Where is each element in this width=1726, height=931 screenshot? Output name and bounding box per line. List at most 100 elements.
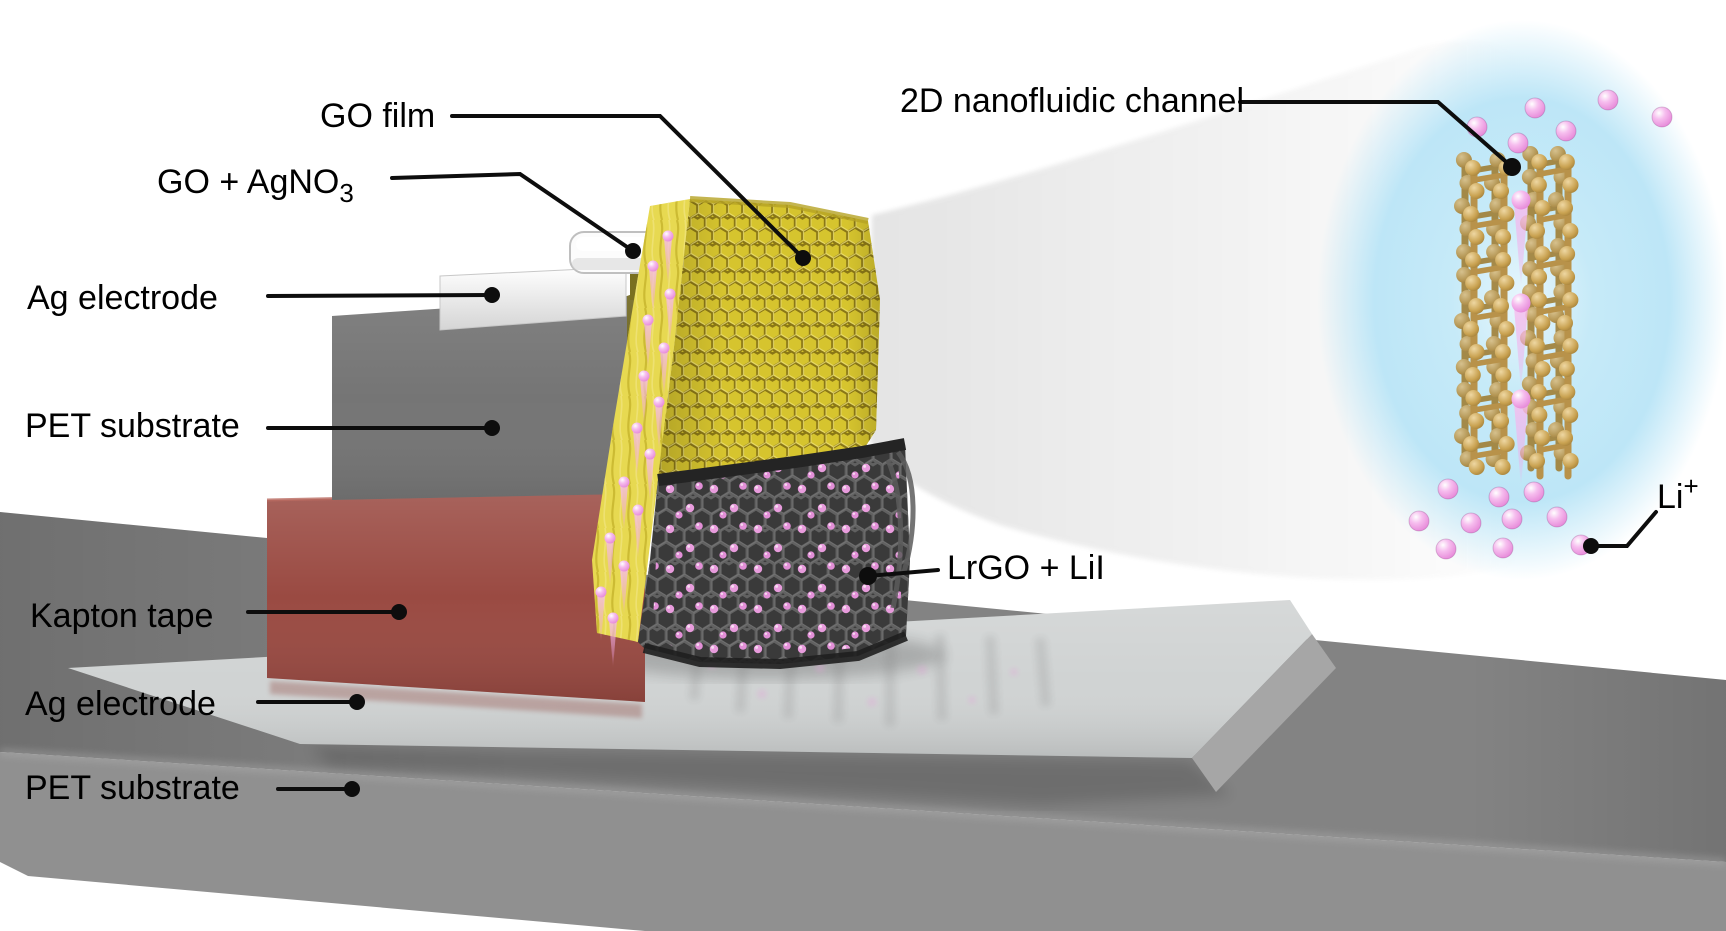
leader-go-agno3 [390, 171, 635, 253]
ag-electrode-top-slab [439, 266, 627, 331]
li-ion-streak-tail [597, 594, 605, 642]
li-ion-streak-head [664, 288, 676, 300]
li-ion-streak-tail [655, 404, 663, 452]
pet-box-shading [332, 296, 627, 500]
li-ion [1523, 481, 1545, 503]
dot-go-agno3 [625, 243, 641, 259]
li-ion [1597, 89, 1619, 111]
li-ion-streak-head [647, 260, 659, 272]
dot-lrgo-lii [859, 567, 877, 585]
li-ion-streak-tail [646, 456, 654, 504]
pet-substrate-bottom-front-face [0, 752, 1726, 931]
graphene-sheet-layer [1529, 154, 1579, 480]
lrgo-top-band [657, 438, 907, 486]
ag-strip-bevel [1192, 634, 1336, 792]
li-ion-streaks [595, 230, 676, 668]
li-ion-streak-head [607, 612, 619, 624]
li-ion-streak-tail [606, 540, 614, 588]
label-ag-electrode-bottom: Ag electrode [25, 685, 216, 723]
li-ion-streak-tail [634, 512, 642, 560]
li-ion-streak-tail [620, 484, 628, 532]
li-ion [1437, 478, 1459, 500]
li-ion-streak-tail [660, 350, 668, 398]
li-ion [1507, 132, 1529, 154]
li-ion-trail [1514, 307, 1528, 391]
leader-ag-electrode-top [266, 293, 494, 298]
kapton-reflection [270, 681, 642, 718]
li-ion [1524, 97, 1546, 119]
li-ion-streak-head [653, 396, 665, 408]
dot-go-film [795, 250, 811, 266]
li-ion-streak-tail [644, 322, 652, 370]
leader-go-film [450, 114, 805, 260]
li-ion [1435, 538, 1457, 560]
label-go-film: GO film [320, 97, 435, 135]
li-ion [1511, 190, 1531, 210]
label-lrgo-lii: LrGO + LiI [947, 549, 1105, 587]
li-ion-streak-head [618, 476, 630, 488]
dot-ag-electrode-bottom [349, 694, 365, 710]
li-ion-streak-head [642, 314, 654, 326]
li-ion-streak-head [632, 504, 644, 516]
li-ion-streak-head [618, 560, 630, 572]
li-ion-streak-head [662, 230, 674, 242]
li-ion-streak-tail [609, 620, 617, 668]
li-ion [1501, 508, 1523, 530]
li-ion-streak-head [631, 422, 643, 434]
kapton-tape-block [266, 490, 646, 718]
li-ion [1488, 486, 1510, 508]
dot-pet-substrate-bottom [344, 781, 360, 797]
label-ag-electrode-top: Ag electrode [27, 279, 218, 317]
li-ion [1511, 293, 1531, 313]
label-li-ion: Li+ [1657, 471, 1699, 516]
go-film-ribbons [592, 199, 690, 668]
li-ion-trail [1514, 403, 1528, 487]
label-pet-substrate-top: PET substrate [25, 407, 240, 445]
li-ion-streak-head [595, 586, 607, 598]
ag-electrode-bottom-strip [68, 600, 1336, 805]
substrate-edge-highlight [0, 749, 1726, 865]
kapton-shading [267, 492, 645, 702]
li-ion-streak-head [658, 342, 670, 354]
lrgo-right-curl [885, 450, 916, 609]
li-ion-streak-head [638, 370, 650, 382]
li-ion-streak-tail [620, 568, 628, 616]
labels: GO film GO + AgNO3 Ag electrode PET subs… [25, 82, 1699, 807]
li-ion-streak-tail [666, 296, 674, 344]
li-ion-streak-tail [633, 430, 641, 478]
leader-li-ion [1589, 510, 1658, 548]
channel-li-ions [1511, 190, 1531, 487]
dot-kapton-tape [391, 604, 407, 620]
dot-nanochannel [1503, 158, 1521, 176]
strip-shadow [310, 748, 1230, 805]
label-kapton-tape: Kapton tape [30, 597, 213, 635]
li-ion-trail [1514, 204, 1528, 288]
lrgo-bottom-band [642, 631, 908, 670]
go-film-mesh [658, 196, 880, 480]
li-ion-streak-head [644, 448, 656, 460]
label-go-agno3: GO + AgNO3 [157, 163, 354, 208]
strip-shading [68, 600, 1312, 758]
li-ion-streak-tail [664, 238, 672, 286]
leader-nanochannel [1238, 100, 1514, 169]
li-ion [1511, 389, 1531, 409]
label-nanochannel: 2D nanofluidic channel [900, 82, 1244, 120]
li-ion [1555, 120, 1577, 142]
leader-lines [246, 100, 1658, 797]
graphene-sheet-layer [1463, 160, 1515, 475]
li-ion [1546, 506, 1568, 528]
dot-li-ion [1583, 538, 1599, 554]
li-ion [1460, 512, 1482, 534]
li-ion [1408, 510, 1430, 532]
lrgo-lii-mesh [638, 438, 916, 670]
graphene-sheets [1454, 146, 1579, 480]
label-pet-substrate-bottom: PET substrate [25, 769, 240, 807]
li-ion-streak-tail [640, 378, 648, 426]
leader-lrgo-lii [866, 568, 940, 578]
li-ion-streak-head [604, 532, 616, 544]
li-ion-streak-tail [649, 268, 657, 316]
dot-ag-electrode-top [484, 287, 500, 303]
dot-pet-substrate-top [484, 420, 500, 436]
